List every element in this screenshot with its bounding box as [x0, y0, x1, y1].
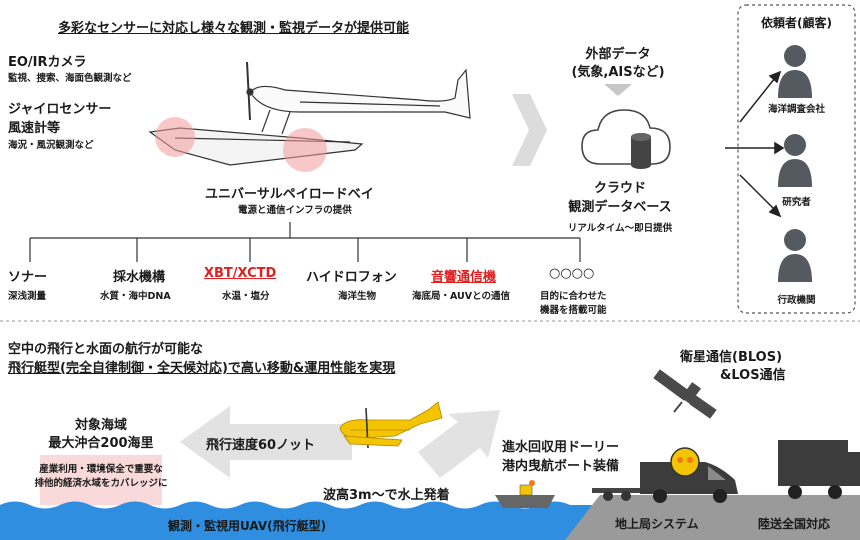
- bottom-headline-2: 飛行艇型(完全自律制御・全天候対応)で高い移動&運用性能を実現: [8, 361, 396, 376]
- target-desc-2: 排他的経済水域をカバレッジに: [34, 478, 168, 489]
- branch-acoustic-desc: 海底局・AUVとの通信: [412, 291, 511, 302]
- client-researcher: 研究者: [782, 197, 811, 208]
- branch-custom-desc2: 機器を搭載可能: [540, 305, 607, 316]
- wind-title: 風速計等: [8, 121, 61, 136]
- uav-label: 観測・監視用UAV(飛行艇型): [168, 519, 327, 533]
- wave-height: 波高3m〜で水上発着: [323, 488, 450, 503]
- branch-hydrophone-title: ハイドロフォン: [306, 270, 397, 285]
- gyro-title: ジャイロセンサー: [8, 102, 112, 117]
- branch-custom-title: ○○○○: [549, 266, 595, 281]
- target-range: 最大沖合200海里: [48, 436, 154, 451]
- branch-xbt-title: XBT/XCTD: [204, 266, 277, 281]
- bottom-headline-1: 空中の飛行と水面の航行が可能な: [8, 342, 204, 357]
- gyro-desc: 海況・風況観測など: [8, 140, 94, 151]
- flight-speed: 飛行速度60ノット: [206, 438, 315, 453]
- trailer-text-1: 進水回収用ドーリー: [502, 440, 620, 455]
- payload-title: ユニバーサルペイロードベイ: [205, 187, 374, 202]
- external-data-title: 外部データ: [585, 47, 651, 62]
- payload-desc: 電源と通信インフラの提供: [238, 205, 352, 216]
- branch-sonar-title: ソナー: [8, 270, 48, 285]
- cloud-desc: リアルタイム〜即日提供: [567, 223, 673, 234]
- branch-sonar-desc: 深浅測量: [8, 291, 47, 302]
- branch-xbt-desc: 水温・塩分: [222, 291, 270, 302]
- camera-title: EO/IRカメラ: [8, 55, 87, 70]
- cloud-subtitle: 観測データベース: [568, 200, 672, 215]
- branch-acoustic-title: 音響通信機: [431, 270, 497, 285]
- branch-custom-desc: 目的に合わせた: [540, 291, 607, 302]
- client-government: 行政機関: [777, 295, 816, 306]
- branch-sampler-title: 採水機構: [113, 270, 166, 285]
- target-desc-1: 産業利用・環境保全で重要な: [39, 464, 163, 475]
- transport-label: 陸送全国対応: [758, 517, 831, 531]
- camera-desc: 監視、捜索、海面色観測など: [8, 73, 132, 84]
- branch-hydrophone-desc: 海洋生物: [338, 291, 377, 302]
- header-title: 多彩なセンサーに対応し様々な観測・監視データが提供可能: [58, 21, 410, 36]
- trailer-text-2: 港内曳航ボート装備: [502, 459, 620, 474]
- external-data-subtitle: (気象,AISなど): [571, 65, 665, 80]
- satellite-text-2: &LOS通信: [720, 368, 786, 383]
- satellite-text-1: 衛星通信(BLOS): [680, 350, 783, 365]
- branch-sampler-desc: 水質・海中DNA: [100, 291, 171, 302]
- client-survey-company: 海洋調査会社: [767, 104, 825, 115]
- ground-station-label: 地上局システム: [615, 517, 699, 531]
- clients-title: 依頼者(顧客): [761, 16, 832, 30]
- cloud-title: クラウド: [593, 181, 646, 196]
- target-title: 対象海域: [74, 418, 127, 433]
